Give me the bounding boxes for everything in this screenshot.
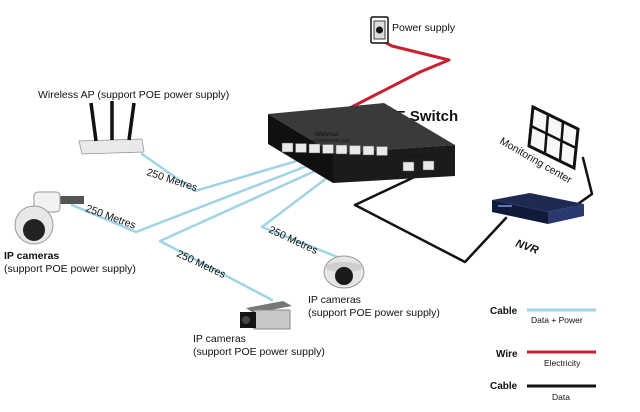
cables [70, 38, 594, 302]
camera-center-label-line1: IP cameras [308, 294, 361, 306]
box-camera-icon [240, 301, 292, 330]
ptz-camera-icon [14, 191, 84, 245]
poe-port-6 [349, 145, 361, 155]
switch-port-label: 10/100M POE port [312, 138, 350, 143]
camera-left-label-line2: (support POE power supply) [4, 263, 136, 275]
cable-to-camera-left [70, 162, 314, 234]
cable-to-ap [140, 152, 302, 193]
camera-left-label-line1: IP cameras [4, 250, 59, 262]
poe-port-1 [281, 142, 294, 153]
poe-port-7 [362, 145, 375, 156]
power-supply-label: Power supply [392, 22, 456, 34]
wireless-ap-icon [78, 101, 145, 155]
poe-port-5 [335, 144, 348, 155]
poe-port-3 [308, 143, 321, 154]
legend-sub-electricity: Electricity [544, 358, 581, 368]
switch-ports [281, 142, 435, 172]
distance-camera-center: 250 Metres [267, 224, 320, 257]
legend-label-data: Cable [490, 381, 518, 392]
uplink-port-1 [402, 161, 415, 172]
poe-port-8 [376, 146, 388, 156]
distance-camera-left: 250 Metres [84, 203, 137, 232]
poe-switch: Wanmax 10/100M POE port UP-LINK [268, 103, 455, 183]
poe-port-2 [295, 143, 307, 153]
nvr-label: NVR [514, 238, 540, 257]
distance-ap: 250 Metres [145, 166, 199, 194]
legend-sub-data: Data [552, 392, 570, 402]
dome-camera-icon [323, 255, 365, 289]
camera-bottom-label-line2: (support POE power supply) [193, 346, 325, 358]
switch-uplink-label: UP-LINK [411, 154, 429, 159]
legend-sub-data-power: Data + Power [531, 315, 583, 325]
uplink-port-2 [422, 160, 435, 171]
camera-center-label-line2: (support POE power supply) [308, 307, 440, 319]
legend-label-data-power: Cable [490, 306, 518, 317]
power-wire [340, 38, 451, 114]
switch-brand: Wanmax [315, 132, 340, 138]
cable-nvr-to-monitor [573, 156, 594, 208]
legend-label-electricity: Wire [496, 349, 518, 360]
nvr-icon [492, 193, 584, 224]
monitoring-center-icon [527, 104, 580, 171]
camera-bottom-label-line1: IP cameras [193, 333, 246, 345]
cable-switch-to-nvr [353, 170, 508, 264]
poe-port-4 [322, 144, 334, 154]
wireless-ap-label: Wireless AP (support POE power supply) [38, 89, 229, 101]
cable-to-camera-bottom [158, 164, 328, 302]
cable-to-camera-center [260, 166, 347, 262]
legend: Cable Data + Power Wire Electricity Cabl… [490, 306, 596, 402]
power-supply-icon [370, 16, 389, 44]
distance-camera-bottom: 250 Metres [175, 248, 228, 281]
